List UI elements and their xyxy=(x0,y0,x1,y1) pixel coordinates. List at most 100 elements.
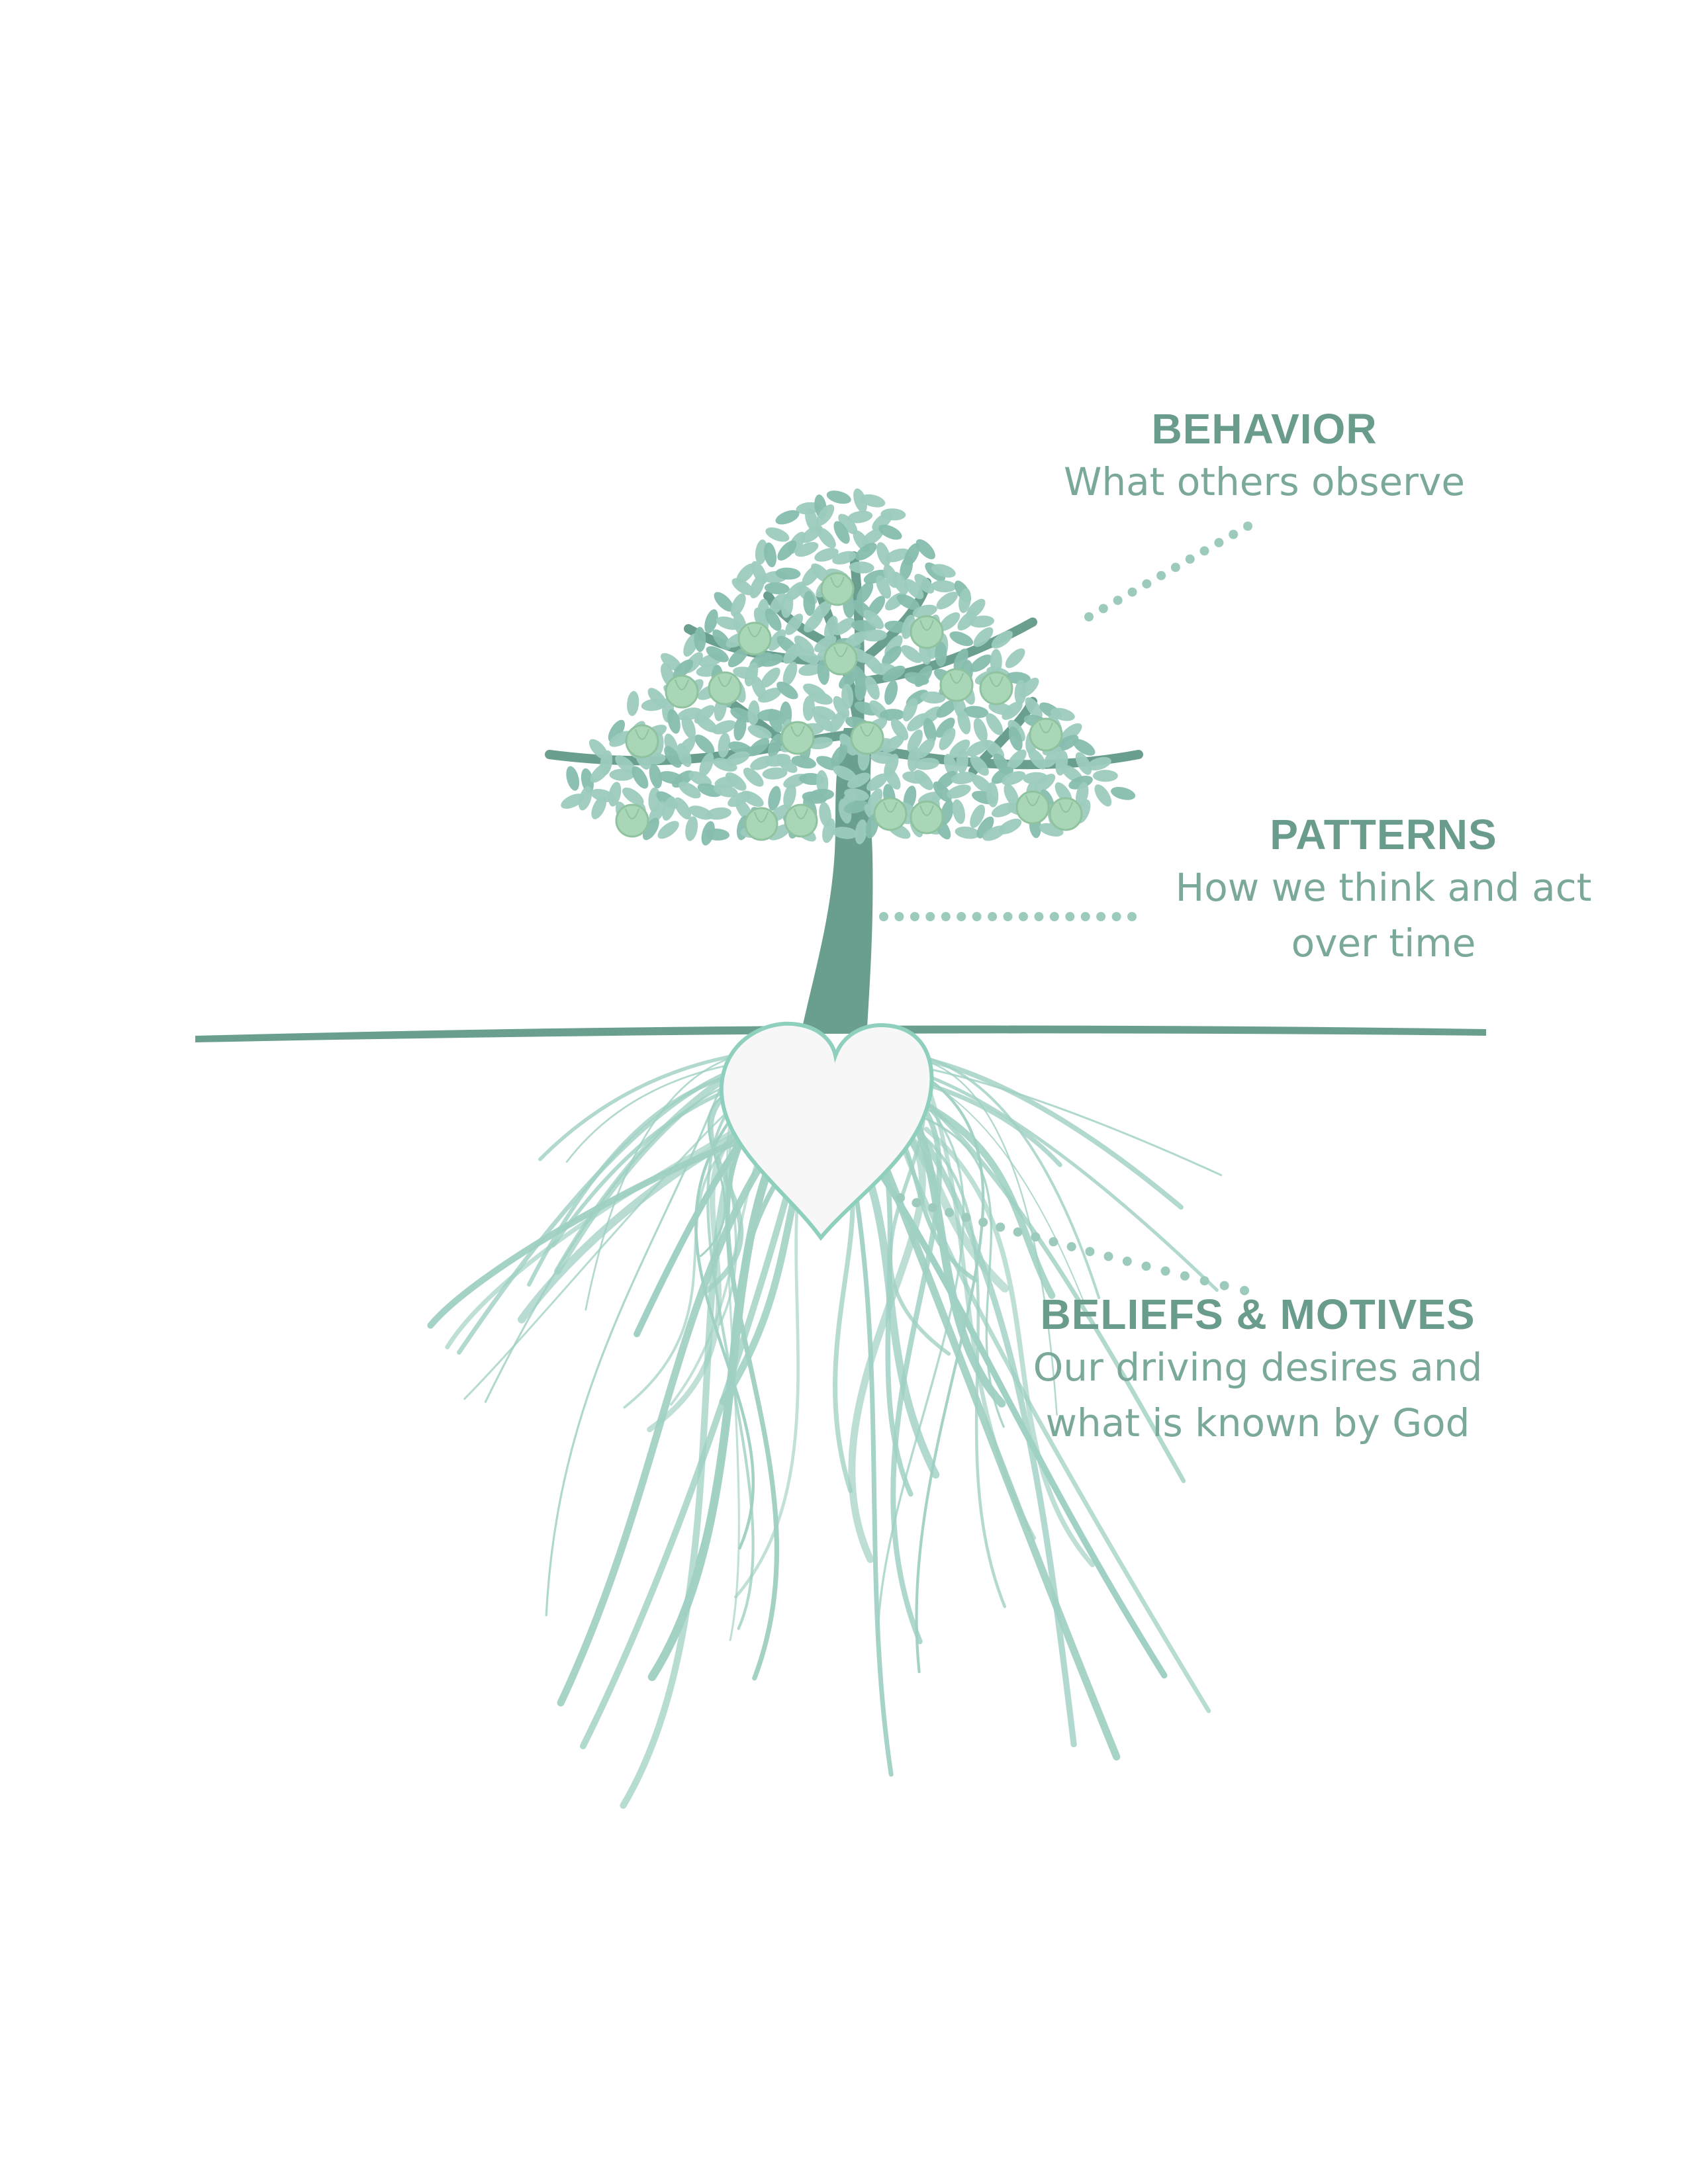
leaf xyxy=(970,655,992,672)
leaf xyxy=(951,772,976,784)
leaf xyxy=(816,770,829,796)
connector-dot xyxy=(1049,912,1059,921)
root xyxy=(840,1115,1168,1679)
leaf xyxy=(667,709,680,734)
fruit-detail xyxy=(919,805,934,816)
root xyxy=(694,1104,755,1550)
root xyxy=(891,1092,1077,1748)
behavior-description: What others observe xyxy=(1063,459,1466,504)
leaf xyxy=(904,578,924,600)
leaf xyxy=(758,688,782,703)
leaf xyxy=(914,665,933,688)
leaf xyxy=(896,594,920,610)
leaf xyxy=(912,604,937,618)
leaf xyxy=(783,643,802,664)
beliefs-description-line-2: what is known by God xyxy=(1045,1400,1470,1445)
connector-dot xyxy=(1013,1227,1023,1237)
leaf xyxy=(861,494,886,508)
connector-dot xyxy=(1084,612,1094,621)
leaf xyxy=(900,555,913,581)
fruit xyxy=(780,721,815,755)
connector-dot xyxy=(1127,587,1137,597)
leaf xyxy=(884,680,898,705)
leaf xyxy=(855,676,867,702)
fruit xyxy=(708,671,742,705)
leaf xyxy=(578,786,592,811)
leaf xyxy=(713,784,738,797)
leaf xyxy=(885,548,910,563)
leaf xyxy=(879,709,905,721)
connector-dot xyxy=(1156,570,1166,580)
leaf xyxy=(694,734,715,754)
leaf xyxy=(747,700,760,726)
leaf xyxy=(1019,678,1039,698)
leaf xyxy=(833,521,850,544)
leaf xyxy=(878,524,902,540)
connector-dot xyxy=(941,912,951,921)
leaf xyxy=(832,827,858,839)
leaf xyxy=(749,574,765,599)
leaf xyxy=(581,768,594,794)
root xyxy=(538,1052,746,1161)
root xyxy=(925,1101,1186,1483)
leaf xyxy=(765,527,790,542)
connector-dot xyxy=(928,1203,938,1212)
patterns-description-line-1: How we think and act xyxy=(1175,864,1592,910)
patterns-title: PATTERNS xyxy=(1270,811,1497,858)
leaf xyxy=(892,571,908,595)
leaf xyxy=(914,758,940,770)
leaf xyxy=(1027,748,1047,770)
leaf xyxy=(843,800,868,814)
leaf xyxy=(777,540,797,561)
leaf xyxy=(970,755,989,776)
beliefs-title: BELIEFS & MOTIVES xyxy=(1040,1291,1476,1338)
fruit xyxy=(665,674,699,709)
connector-dot xyxy=(1122,1256,1132,1266)
connector-dot xyxy=(925,912,935,921)
fruit xyxy=(910,800,944,835)
beliefs-connector xyxy=(896,1193,1249,1295)
leaf xyxy=(831,745,848,767)
leaf xyxy=(986,782,999,807)
leaf xyxy=(907,729,923,753)
connector-dot xyxy=(1243,522,1252,531)
leaf xyxy=(679,782,701,799)
leaf xyxy=(566,766,580,791)
root xyxy=(557,1120,792,1707)
beliefs-label: BELIEFS & MOTIVES Our driving desires an… xyxy=(953,1291,1562,1451)
ground-line xyxy=(195,1025,1486,1042)
leaf xyxy=(826,490,851,504)
patterns-connector xyxy=(879,912,1137,921)
leaf xyxy=(688,771,712,787)
leaf xyxy=(844,631,867,648)
connector-dot xyxy=(1180,1271,1190,1281)
root xyxy=(890,1103,942,1645)
connector-dot xyxy=(1096,912,1106,921)
leaf xyxy=(959,588,971,614)
leaf xyxy=(728,741,753,755)
connector-dot xyxy=(910,912,919,921)
fruit xyxy=(737,621,772,656)
leaf xyxy=(956,748,968,774)
connector-dot xyxy=(1003,912,1013,921)
leaf xyxy=(609,768,635,781)
leaf xyxy=(882,665,906,682)
fruit-detail xyxy=(860,725,874,737)
fruit-detail xyxy=(989,676,1004,687)
leaf xyxy=(1008,727,1023,751)
leaf xyxy=(726,751,750,766)
root xyxy=(915,1078,985,1674)
fruit-detail xyxy=(747,626,762,637)
leaf xyxy=(657,821,679,839)
fruit xyxy=(823,641,858,676)
root xyxy=(897,1136,1211,1713)
leaf xyxy=(882,645,902,666)
connector-dot xyxy=(1103,1251,1113,1261)
leaf xyxy=(699,752,714,777)
leaf xyxy=(664,746,682,768)
leaf xyxy=(847,510,873,523)
leaf xyxy=(933,781,952,803)
leaf xyxy=(1094,784,1112,807)
leaf xyxy=(796,648,820,664)
patterns-label: PATTERNS How we think and act over time xyxy=(1099,811,1668,971)
